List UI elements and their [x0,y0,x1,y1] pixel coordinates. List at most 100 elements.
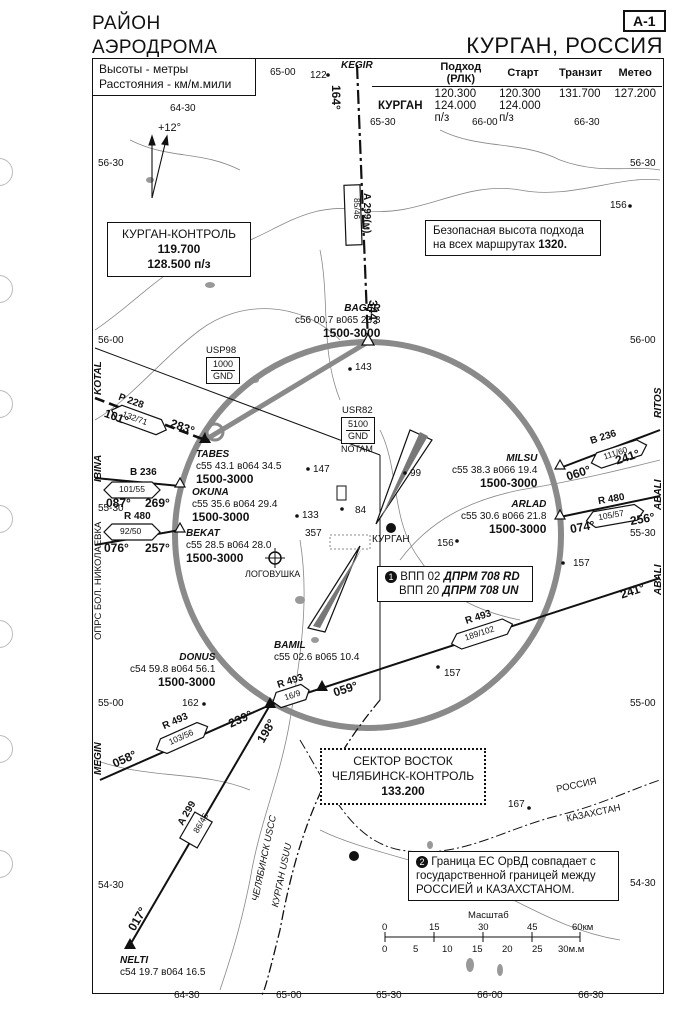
border-note-text: Граница ЕС ОрВД совпадает с государствен… [416,856,596,896]
route-b236w-dist: 101/55 [119,484,145,494]
spot-133: 133 [302,510,319,521]
route-boxes [103,184,648,849]
freq-start-2: 124.000 п/з [499,100,541,124]
wp-arlad-name: ARLAD [511,499,547,510]
runway-note-rwy2: ВПП 20 [399,585,440,597]
spot-156: 156 [437,538,454,549]
freq-transit: 131.700 [559,88,601,100]
wp-okuna-alts: 1500-3000 [192,510,250,524]
wp-donus-coords: с54 59.8 в064 56.1 [130,664,216,675]
wp-tabes-name: TABES [196,449,230,460]
route-r480w-name: R 480 [124,511,151,522]
chart-id-badge: А-1 [623,10,666,32]
runway-note-rwy1: ВПП 02 [400,571,441,583]
lon-bottom-3: 65-30 [376,990,402,1001]
runway-note-box: 1 ВПП 02 ДПРМ 708 RD ВПП 20 ДПРМ 708 UN [377,566,533,602]
wp-arlad-coords: с55 30.6 в066 21.8 [461,511,547,522]
lat-right-1: 56-30 [630,158,656,169]
lon-bottom-4: 66-00 [477,990,503,1001]
safe-alt-text: Безопасная высота подхода на всех маршру… [433,225,584,251]
kurgan-control-box: КУРГАН-КОНТРОЛЬ 119.700 128.500 п/з [107,222,251,277]
wp-bekat-name: BEKAT [186,528,220,539]
route-b236w-course-in: 087° [106,496,131,510]
route-r480w-course-in: 076° [104,541,129,555]
zone-usr82-box: 5100 GND [341,417,375,444]
zone-usr82-lower: GND [346,430,370,441]
lat-right-2: 56-00 [630,335,656,346]
scale-bar [384,932,581,942]
wp-tabes-alts: 1500-3000 [196,472,254,486]
route-a299-dist: 85/46 [352,198,362,220]
runway-note-app1: ДПРМ 708 RD [443,571,520,583]
lon-top-3: 66-00 [472,117,498,128]
lat-left-1: 56-30 [98,158,124,169]
control-freq2: 128.500 п/з [147,257,211,271]
freq-meteo: 127.200 [614,88,656,100]
wp-bamil-block: BAMIL с55 02.6 в065 10.4 [274,640,359,664]
wp-arlad-alts: 1500-3000 [489,522,547,536]
border-note-num: 2 [416,856,428,868]
approach-sectors [307,429,433,633]
freq-header-transit: Транзит [553,60,609,87]
spot-147: 147 [313,464,330,475]
wp-okuna-name: OKUNA [192,487,229,498]
spot-162: 162 [182,698,199,709]
spot-dots [202,73,632,810]
wp-bager-alts: 1500-3000 [323,326,381,340]
border-note-box: 2 Граница ЕС ОрВД совпадает с государств… [408,851,619,901]
waypoint-symbols [124,332,567,949]
freq-station: КУРГАН [378,100,423,112]
lat-right-5: 54-30 [630,878,656,889]
sector-line2: ЧЕЛЯБИНСК-КОНТРОЛЬ [331,769,475,783]
safe-altitude-box: Безопасная высота подхода на всех маршру… [425,220,601,256]
wp-bager-block: BAGER с56 00.7 в065 23.8 1500-3000 [295,303,380,339]
airport-symbol [265,485,396,568]
spot-157-e: 157 [573,558,590,569]
route-a299-course-in: 164° [329,85,343,110]
units-distances: Расстояния - км/м.мили [99,77,232,91]
lon-top-5: 64-30 [170,103,196,114]
route-end-abali-1: ABALI [653,479,664,510]
lat-left-4: 55-00 [98,698,124,709]
lon-bottom-1: 64-30 [174,990,200,1001]
zone-usp98-name: USP98 [206,345,237,356]
lon-top-4: 66-30 [574,117,600,128]
zone-usr82-note: NOTAM [341,444,373,454]
scale-km-45: 45 [527,922,538,933]
wp-nelti-name: NELTI [120,955,149,966]
wp-kegir: KEGIR [341,60,373,71]
scale-nm-25: 25 [532,944,543,955]
wp-milsu-coords: с55 38.3 в066 19.4 [452,465,538,476]
route-end-megin: MEGIN [93,742,104,775]
scale-nm-5: 5 [413,944,419,955]
freq-header-start: Старт [493,60,553,87]
wp-donus-name: DONUS [179,652,216,663]
scale-km-60: 60км [572,922,594,933]
wp-milsu-name: MILSU [506,453,538,464]
route-end-kotal: KOTAL [93,361,104,395]
wp-donus-alts: 1500-3000 [158,675,216,689]
wp-nelti-block: NELTI с54 19.7 в064 16.5 [120,955,205,979]
scale-nm-0: 0 [382,944,388,955]
spot-122: 122 [310,70,327,81]
sector-east-box: СЕКТОР ВОСТОК ЧЕЛЯБИНСК-КОНТРОЛЬ 133.200 [320,748,486,805]
city-title: КУРГАН, РОССИЯ [466,33,663,58]
magvar-arrows [148,134,169,199]
spot-357: 357 [305,528,322,539]
opr-bol-nikolaevka: ОПРС БОЛ. НИКОЛАЕВКА [93,521,104,640]
wp-bekat-block: BEKAT с55 28.5 в064 28.0 1500-3000 [186,528,271,564]
logovushka-label: ЛОГОВУШКА [245,569,301,579]
wp-milsu-block: MILSU с55 38.3 в066 19.4 1500-3000 [452,453,537,489]
wp-bamil-coords: с55 02.6 в065 10.4 [274,652,360,663]
spot-167: 167 [508,799,525,810]
spot-143: 143 [355,362,372,373]
scale-title: Масштаб [468,910,509,921]
wp-okuna-block: OKUNA с55 35.6 в064 29.4 1500-3000 [192,487,277,523]
scale-km-30: 30 [478,922,489,933]
scale-km-0: 0 [382,922,388,933]
lon-top-2: 65-30 [370,117,396,128]
wp-tabes-coords: с55 43.1 в064 34.5 [196,461,282,472]
control-freq1: 119.700 [157,242,201,256]
scale-nm-20: 20 [502,944,513,955]
